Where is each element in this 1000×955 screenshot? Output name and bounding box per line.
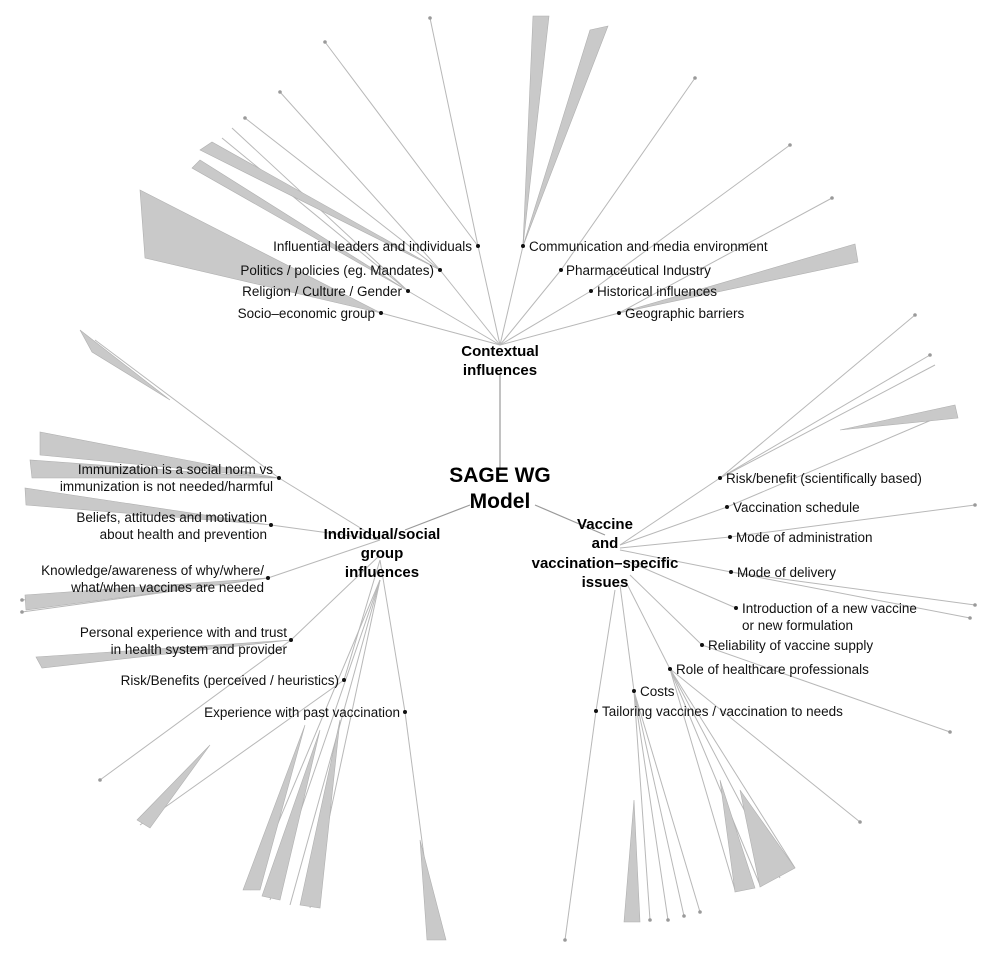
vaccine-label-tailoring: Tailoring vaccines / vaccination to need… — [602, 704, 843, 719]
individual-label-risk-benefits: Risk/Benefits (perceived / heuristics) — [121, 673, 339, 688]
individual-label-knowledge-1: Knowledge/awareness of why/where/ — [41, 563, 264, 578]
vaccine-label-healthcare-professionals: Role of healthcare professionals — [676, 662, 869, 677]
contextual-label-politics: Politics / policies (eg. Mandates) — [240, 263, 434, 278]
contextual-label-socio-economic: Socio–economic group — [238, 306, 375, 321]
vaccine-label-risk-benefit: Risk/benefit (scientifically based) — [726, 471, 922, 486]
contextual-label-pharma: Pharmaceutical Industry — [566, 263, 711, 278]
hub-vaccine-line3: vaccination–specific — [532, 555, 679, 572]
vaccine-label-new-vaccine-2: or new formulation — [742, 618, 853, 633]
label-dots — [266, 244, 738, 714]
contextual-label-historical: Historical influences — [597, 284, 717, 299]
vaccine-label-administration: Mode of administration — [736, 530, 873, 545]
individual-label-trust-2: in health system and provider — [111, 642, 288, 657]
individual-fans — [24, 329, 447, 941]
main-branches — [404, 375, 606, 536]
contextual-fans — [139, 15, 859, 314]
hub-contextual-line1: Contextual — [461, 343, 539, 360]
branch-vaccine — [534, 504, 606, 536]
individual-label-beliefs-1: Beliefs, attitudes and motivation — [76, 510, 267, 525]
individual-label-past-vaccination: Experience with past vaccination — [204, 705, 400, 720]
individual-label-knowledge-2: what/when vaccines are needed — [70, 580, 264, 595]
contextual-label-geographic: Geographic barriers — [625, 306, 745, 321]
individual-label-social-norm-2: immunization is not needed/harmful — [60, 479, 273, 494]
vaccine-label-delivery: Mode of delivery — [737, 565, 836, 580]
vaccine-label-costs: Costs — [640, 684, 675, 699]
individual-edges — [20, 339, 436, 941]
root-title-line2: Model — [470, 490, 531, 513]
hub-individual-line1: Individual/social — [324, 526, 441, 543]
contextual-label-religion: Religion / Culture / Gender — [242, 284, 402, 299]
individual-label-trust-1: Personal experience with and trust — [80, 625, 287, 640]
vaccine-label-new-vaccine-1: Introduction of a new vaccine — [742, 601, 917, 616]
hub-vaccine-line4: issues — [582, 574, 629, 591]
root-title-line1: SAGE WG — [449, 464, 551, 487]
hub-vaccine-line1: Vaccine — [577, 516, 633, 533]
hub-vaccine-line2: and — [592, 535, 619, 552]
contextual-label-influential-leaders: Influential leaders and individuals — [273, 239, 472, 254]
vaccine-fans — [623, 404, 959, 923]
vaccine-edges — [563, 313, 977, 942]
branch-individual — [404, 504, 471, 531]
hub-individual-line3: influences — [345, 564, 419, 581]
vaccine-label-schedule: Vaccination schedule — [733, 500, 860, 515]
hub-contextual-line2: influences — [463, 362, 537, 379]
contextual-label-communication: Communication and media environment — [529, 239, 768, 254]
vaccine-label-supply: Reliability of vaccine supply — [708, 638, 873, 653]
individual-label-beliefs-2: about health and prevention — [100, 527, 267, 542]
hub-individual-line2: group — [361, 545, 404, 562]
individual-label-social-norm-1: Immunization is a social norm vs — [78, 462, 273, 477]
